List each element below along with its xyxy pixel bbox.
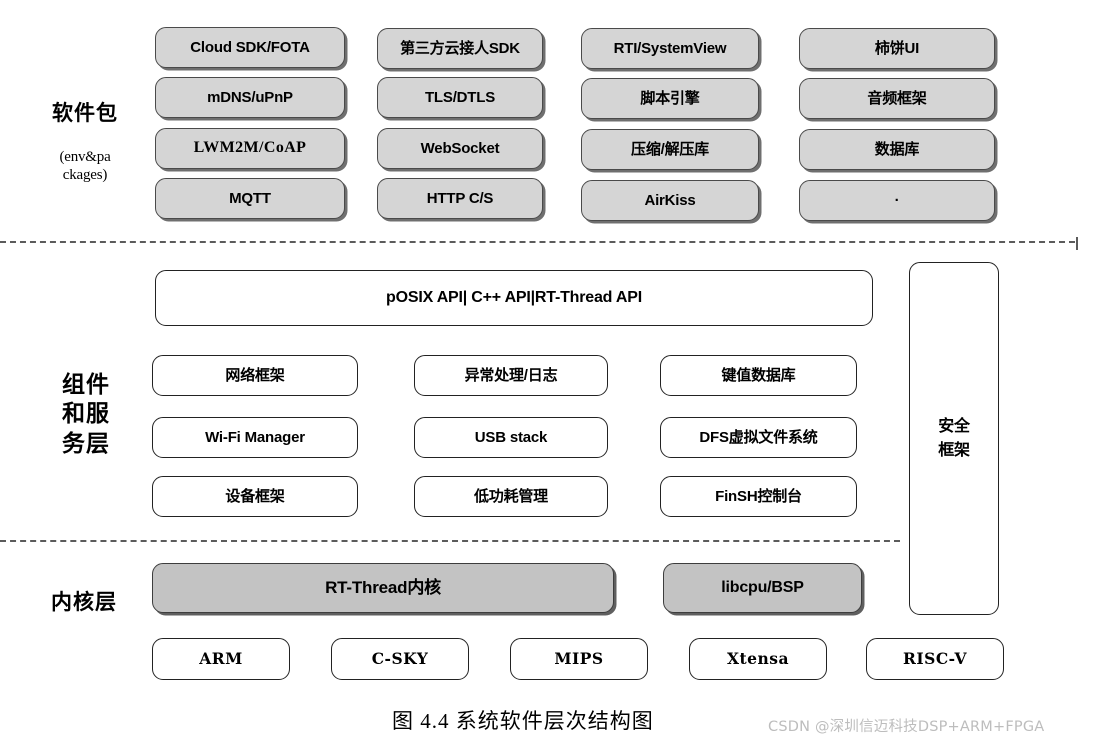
layer-label-kernel: 内核层 [24,571,144,635]
layer-label-packages-main: 软件包 [52,101,118,125]
package-box[interactable]: Cloud SDK/FOTA [155,27,345,68]
package-box[interactable]: 音频框架 [799,78,995,119]
kernel-box[interactable]: RT-Thread内核 [152,563,614,613]
architecture-box[interactable]: Xtensa [689,638,827,680]
component-box[interactable]: Wi-Fi Manager [152,417,358,458]
security-framework-box[interactable]: 安全 框架 [909,262,999,615]
package-box[interactable]: LWM2M/CoAP [155,128,345,169]
layer-label-packages: 软件包 (env&pa ckages) [20,82,150,203]
package-box[interactable]: · [799,180,995,221]
component-box[interactable]: 低功耗管理 [414,476,608,517]
component-box[interactable]: DFS虚拟文件系统 [660,417,857,458]
architecture-box[interactable]: RISC-V [866,638,1004,680]
package-box[interactable]: 压缩/解压库 [581,129,759,170]
package-box[interactable]: 数据库 [799,129,995,170]
package-box[interactable]: 柿饼UI [799,28,995,69]
package-box[interactable]: RTI/SystemView [581,28,759,69]
architecture-box[interactable]: MIPS [510,638,648,680]
package-box[interactable]: 脚本引擎 [581,78,759,119]
component-box[interactable]: 网络框架 [152,355,358,396]
package-box[interactable]: TLS/DTLS [377,77,543,118]
component-box[interactable]: 键值数据库 [660,355,857,396]
layer-label-kernel-main: 内核层 [51,590,117,614]
api-bar[interactable]: pOSIX API| C++ API|RT-Thread API [155,270,873,326]
layer-label-components-main: 组件 和服 务层 [62,372,110,457]
layer-label-components: 组件 和服 务层 [28,352,144,478]
layer-label-packages-sub: (env&pa ckages) [59,148,111,183]
component-box[interactable]: 设备框架 [152,476,358,517]
package-box[interactable]: mDNS/uPnP [155,77,345,118]
layer-divider-components-kernel [0,540,900,542]
watermark-text: CSDN @深圳信迈科技DSP+ARM+FPGA [768,719,1045,735]
package-box[interactable]: WebSocket [377,128,543,169]
bsp-box[interactable]: libcpu/BSP [663,563,862,613]
component-box[interactable]: FinSH控制台 [660,476,857,517]
component-box[interactable]: 异常处理/日志 [414,355,608,396]
layer-divider-packages-components [0,241,1075,243]
package-box[interactable]: MQTT [155,178,345,219]
figure-caption: 图 4.4 系统软件层次结构图 [392,709,654,733]
architecture-box[interactable]: C-SKY [331,638,469,680]
component-box[interactable]: USB stack [414,417,608,458]
package-box[interactable]: HTTP C/S [377,178,543,219]
package-box[interactable]: AirKiss [581,180,759,221]
package-box[interactable]: 第三方云接人SDK [377,28,543,69]
architecture-box[interactable]: ARM [152,638,290,680]
layer-divider-end-tick [1076,237,1078,250]
